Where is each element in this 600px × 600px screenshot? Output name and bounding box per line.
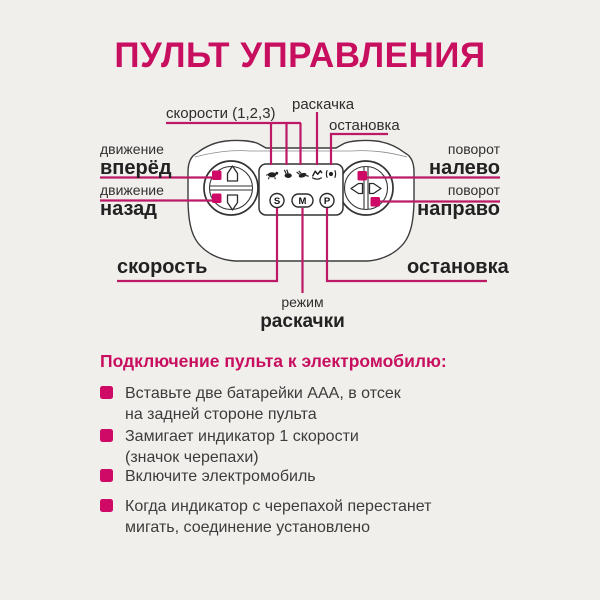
label-rocking: раскачка — [292, 96, 355, 113]
label-turn-left: поворот налево — [428, 141, 500, 179]
rocking-horse-icon — [311, 170, 323, 180]
list-item: Когда индикатор с черепахой перестанет м… — [100, 496, 520, 538]
bullet-square-icon — [100, 386, 113, 399]
list-item: Включите электромобиль — [100, 466, 520, 487]
label-speed-bottom: скорость — [117, 256, 208, 278]
speed-button-label: S — [274, 196, 280, 207]
mode-button: M — [291, 193, 314, 208]
bullet-square-icon — [100, 469, 113, 482]
speed-button: S — [269, 192, 285, 209]
remote-diagram: S M P — [100, 112, 500, 293]
right-arrow-icon — [368, 182, 382, 195]
stop-button: P — [319, 192, 335, 209]
turtle-icon — [265, 171, 279, 180]
label-stop-bottom: остановка — [407, 256, 509, 278]
backward-indicator-square — [212, 193, 222, 203]
left-pad — [203, 160, 259, 216]
turn-right-indicator-square — [370, 197, 380, 207]
left-arrow-icon — [350, 182, 364, 195]
label-turn-right: поворот направо — [417, 182, 500, 220]
pad-indicator-squares — [212, 170, 380, 207]
label-stop-top: остановка — [329, 117, 400, 134]
bullet-square-icon — [100, 499, 113, 512]
label-backward: движение назад — [100, 182, 164, 220]
list-item: Вставьте две батарейки AAA, в отсек на з… — [100, 383, 520, 425]
right-pad — [338, 160, 394, 216]
forward-indicator-square — [212, 170, 222, 180]
page-title: ПУЛЬТ УПРАВЛЕНИЯ — [114, 36, 486, 75]
rabbit-icon — [283, 169, 292, 179]
section-heading: Подключение пульта к электромобилю: — [100, 351, 447, 371]
down-arrow-icon — [226, 194, 239, 211]
mode-button-label: M — [299, 196, 307, 207]
bullet-square-icon — [100, 429, 113, 442]
fast-rabbit-icon — [296, 170, 309, 178]
callout-lines — [100, 112, 500, 293]
signal-icon — [325, 169, 337, 179]
label-speeds: скорости (1,2,3) — [166, 105, 276, 122]
turn-left-indicator-square — [357, 171, 367, 181]
label-rocking-mode: режим раскачки — [260, 294, 345, 332]
stop-button-label: P — [324, 196, 331, 207]
list-item: Замигает индикатор 1 скорости (значок че… — [100, 426, 520, 468]
up-arrow-icon — [226, 165, 239, 182]
label-forward: движение вперёд — [100, 141, 172, 179]
